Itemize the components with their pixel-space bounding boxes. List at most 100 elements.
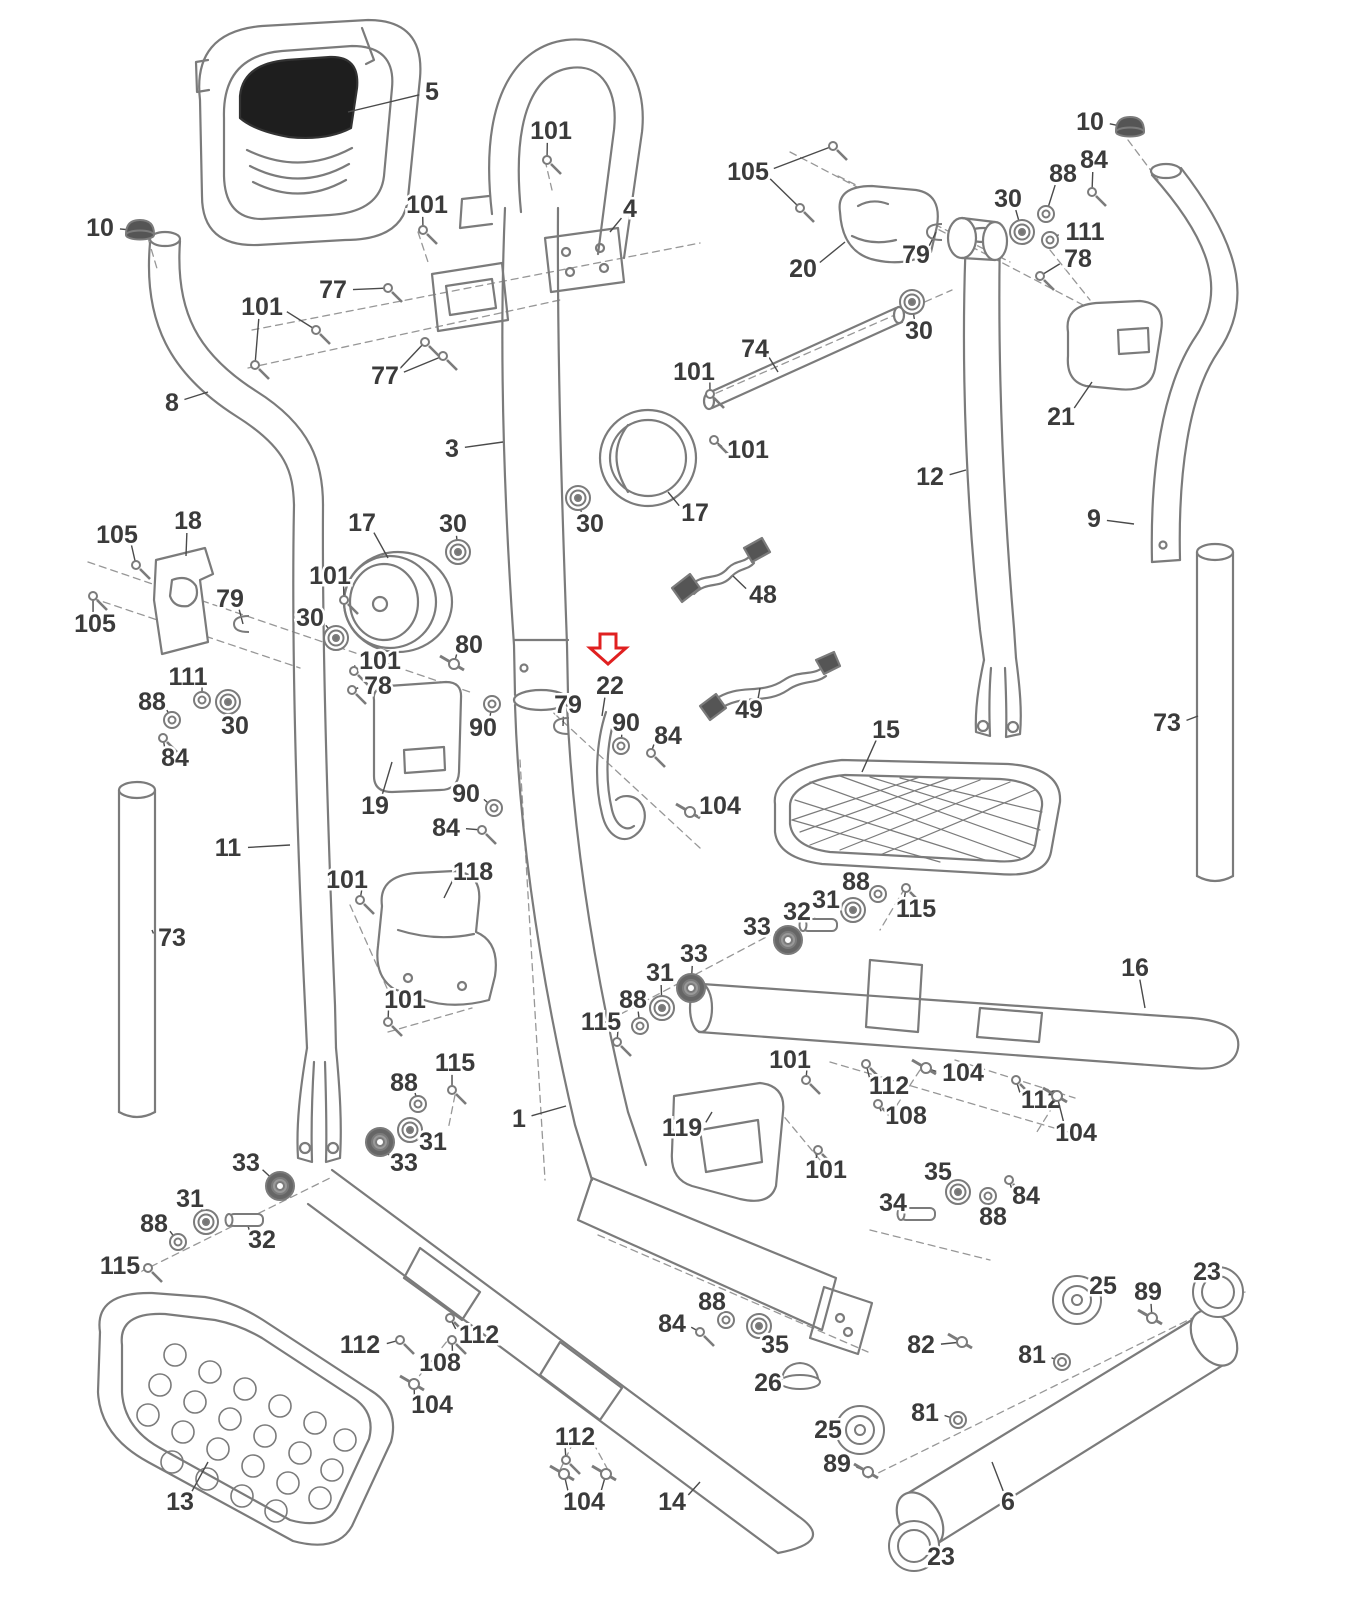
part-label-90: 90 bbox=[469, 714, 497, 742]
part-glyph-pulley bbox=[265, 1171, 295, 1201]
part-label-84: 84 bbox=[1012, 1182, 1040, 1210]
part-glyph-capnut bbox=[1114, 115, 1146, 138]
part-label-34: 34 bbox=[879, 1189, 907, 1217]
part-glyph-screw bbox=[383, 1017, 403, 1037]
part-glyph-washer bbox=[483, 695, 501, 713]
part-label-112: 112 bbox=[340, 1331, 380, 1359]
part-glyph-washer bbox=[485, 799, 503, 817]
part-label-19: 19 bbox=[361, 792, 389, 820]
part-glyph-bearing bbox=[899, 289, 925, 315]
part-label-108: 108 bbox=[885, 1102, 927, 1130]
part-glyph-screw bbox=[88, 591, 108, 611]
part-glyph-screw bbox=[447, 1085, 467, 1105]
connecting-rod bbox=[702, 305, 906, 411]
part-label-17: 17 bbox=[681, 499, 709, 527]
part-label-80: 80 bbox=[455, 631, 483, 659]
right-handle bbox=[1149, 162, 1239, 564]
part-label-118: 118 bbox=[453, 858, 493, 886]
part-label-30: 30 bbox=[296, 604, 324, 632]
part-label-105: 105 bbox=[96, 521, 138, 549]
part-label-77: 77 bbox=[319, 276, 347, 304]
leader-line bbox=[991, 1461, 1004, 1492]
part-label-115: 115 bbox=[896, 895, 936, 923]
leader-line bbox=[531, 1105, 567, 1117]
part-label-15: 15 bbox=[872, 716, 900, 744]
part-glyph-foot bbox=[779, 1361, 821, 1390]
part-glyph-capnut bbox=[124, 218, 156, 241]
part-glyph-bearing bbox=[193, 1209, 219, 1235]
part-label-88: 88 bbox=[138, 688, 166, 716]
leader-line bbox=[769, 178, 801, 209]
part-label-88: 88 bbox=[698, 1288, 726, 1316]
part-glyph-pulley bbox=[365, 1127, 395, 1157]
part-label-101: 101 bbox=[769, 1046, 811, 1074]
part-glyph-bearing bbox=[840, 897, 866, 923]
part-label-22: 22 bbox=[596, 672, 624, 700]
console bbox=[194, 18, 422, 247]
left-rail bbox=[306, 1168, 815, 1555]
part-glyph-washer bbox=[409, 1095, 427, 1113]
part-label-105: 105 bbox=[727, 158, 769, 186]
rear-stabilizer bbox=[895, 1309, 1239, 1549]
part-label-101: 101 bbox=[530, 117, 572, 145]
part-glyph-bearing bbox=[649, 995, 675, 1021]
part-glyph-bolt bbox=[947, 1332, 973, 1350]
part-glyph-roller bbox=[1052, 1275, 1102, 1325]
cables bbox=[670, 536, 842, 722]
part-glyph-clip bbox=[232, 615, 250, 633]
part-glyph-screw bbox=[477, 825, 497, 845]
part-label-90: 90 bbox=[452, 780, 480, 808]
part-glyph-screw bbox=[612, 1037, 632, 1057]
part-glyph-screw bbox=[542, 155, 562, 175]
part-glyph-washer bbox=[169, 1233, 187, 1251]
part-label-3: 3 bbox=[445, 435, 459, 463]
part-label-101: 101 bbox=[309, 562, 351, 590]
part-glyph-bolt bbox=[399, 1374, 425, 1392]
part-label-48: 48 bbox=[749, 581, 777, 609]
leader-line bbox=[464, 441, 504, 449]
part-label-21: 21 bbox=[1047, 403, 1075, 431]
part-glyph-screw bbox=[250, 360, 270, 380]
part-glyph-washer bbox=[869, 885, 887, 903]
part-label-88: 88 bbox=[140, 1210, 168, 1238]
tube-covers bbox=[117, 542, 1235, 1119]
part-label-31: 31 bbox=[419, 1128, 447, 1156]
leader-line bbox=[352, 287, 389, 291]
part-label-31: 31 bbox=[646, 959, 674, 987]
part-label-49: 49 bbox=[735, 696, 763, 724]
part-label-73: 73 bbox=[158, 924, 186, 952]
handlebar-assembly bbox=[430, 38, 644, 333]
leader-line bbox=[1073, 381, 1093, 409]
leader-line bbox=[819, 241, 846, 264]
part-glyph-pulley bbox=[773, 925, 803, 955]
leader-line bbox=[381, 761, 393, 796]
part-glyph-screw bbox=[445, 1313, 465, 1333]
part-glyph-washer bbox=[1037, 205, 1055, 223]
part-label-101: 101 bbox=[727, 436, 769, 464]
part-label-20: 20 bbox=[789, 255, 817, 283]
part-label-115: 115 bbox=[435, 1049, 475, 1077]
round-housings bbox=[342, 408, 698, 654]
part-label-104: 104 bbox=[1055, 1119, 1097, 1147]
part-label-10: 10 bbox=[1076, 108, 1104, 136]
part-glyph-screw bbox=[801, 1075, 821, 1095]
part-glyph-screw bbox=[705, 389, 725, 409]
part-label-6: 6 bbox=[1001, 1488, 1015, 1516]
part-glyph-screw bbox=[447, 1335, 467, 1355]
part-glyph-clip bbox=[552, 717, 570, 735]
assembly-axes bbox=[87, 139, 1246, 1479]
part-label-104: 104 bbox=[699, 792, 741, 820]
leader-line bbox=[757, 687, 761, 700]
part-glyph-screw bbox=[861, 1059, 881, 1079]
part-label-14: 14 bbox=[658, 1488, 686, 1516]
part-glyph-screw bbox=[339, 595, 359, 615]
part-glyph-screw bbox=[813, 1145, 833, 1165]
part-label-30: 30 bbox=[905, 317, 933, 345]
part-label-101: 101 bbox=[384, 986, 426, 1014]
leader-line bbox=[403, 355, 444, 373]
part-glyph-bearing bbox=[746, 1313, 772, 1339]
part-label-33: 33 bbox=[743, 913, 771, 941]
part-glyph-pulley bbox=[676, 973, 706, 1003]
highlight-arrow bbox=[586, 632, 630, 667]
part-glyph-bolt bbox=[675, 802, 701, 820]
